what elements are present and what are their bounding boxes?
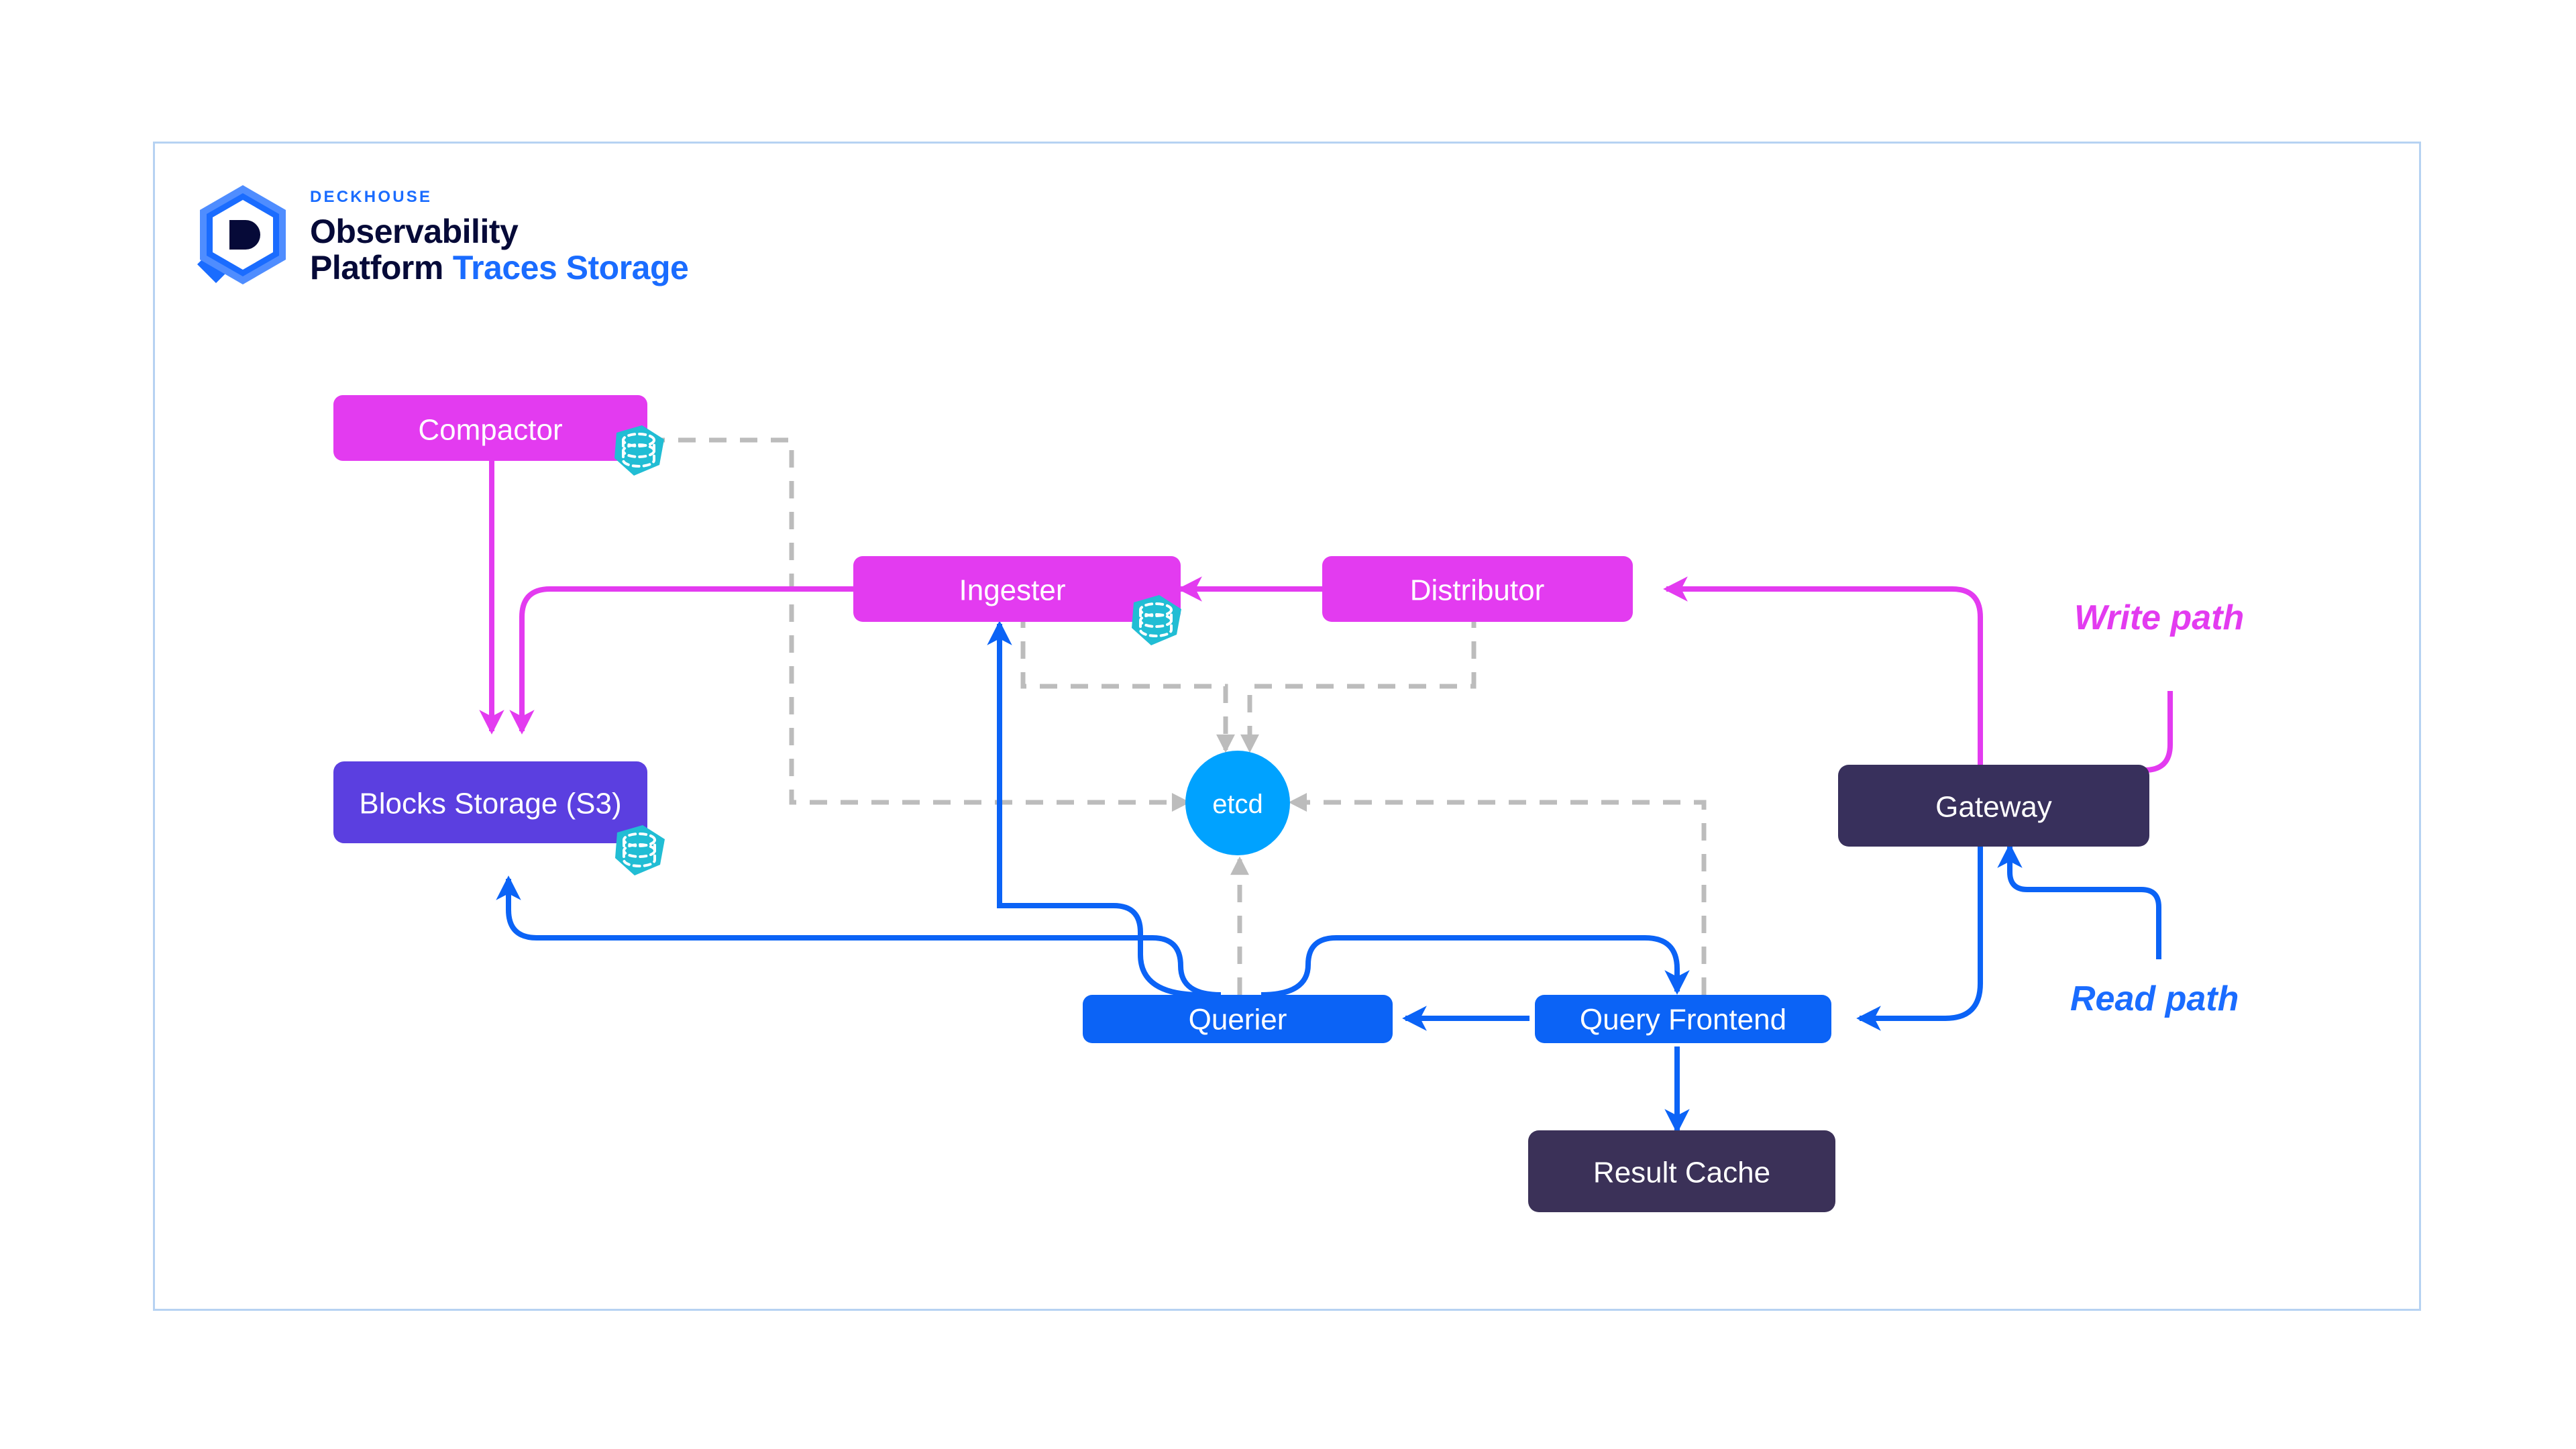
brand-line-2: Platform bbox=[310, 249, 443, 286]
deckhouse-hexagon-magnifier-logo bbox=[197, 185, 286, 284]
read-path-label: Read path bbox=[2070, 979, 2239, 1018]
node-gateway-label: Gateway bbox=[1935, 791, 2052, 824]
node-blocks-storage-label: Blocks Storage (S3) bbox=[359, 788, 621, 820]
node-result-cache-label: Result Cache bbox=[1593, 1157, 1770, 1189]
node-querier-label: Querier bbox=[1189, 1004, 1287, 1036]
node-distributor-label: Distributor bbox=[1410, 574, 1545, 607]
write-path-label: Write path bbox=[2074, 598, 2244, 637]
diagram-frame bbox=[153, 142, 2421, 1311]
node-compactor-label: Compactor bbox=[418, 414, 562, 447]
brand-eyebrow: DECKHOUSE bbox=[310, 188, 433, 206]
brand-product: Traces Storage bbox=[452, 249, 689, 286]
node-ingester-label: Ingester bbox=[959, 574, 1066, 607]
node-etcd-label: etcd bbox=[1212, 790, 1263, 819]
brand-line-1: Observability bbox=[310, 213, 519, 250]
node-query-frontend-label: Query Frontend bbox=[1580, 1004, 1786, 1036]
